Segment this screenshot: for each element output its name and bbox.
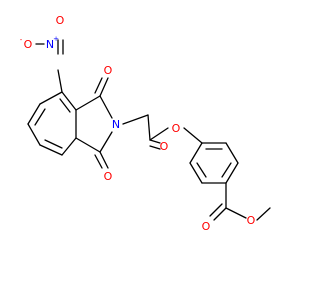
bond-c1-cco-top — [75, 95, 101, 111]
bond-o-aryl — [183, 127, 203, 144]
bond-c3-c4-inner — [34, 108, 46, 126]
atom-methyl-ester-o-carbonyl: O — [202, 220, 211, 233]
atom-nitro-o-double: O — [56, 14, 65, 27]
bond-imide-co-top-1 — [99, 77, 109, 97]
charge-nitro-o-minus: - — [20, 36, 23, 44]
atom-imide-n: N — [112, 118, 120, 131]
atom-nitro-o-minus: O — [24, 38, 33, 51]
bond-ar5-ar6 — [189, 162, 203, 184]
bond-c6-c7 — [61, 137, 77, 156]
bond-c3-c4-double — [27, 103, 41, 125]
atom-imide-o-bottom: O — [104, 170, 113, 183]
bond-cester2-o — [225, 207, 247, 219]
charge-nitro-n: + — [53, 35, 59, 43]
molecule-structure: O - N + O O N O O O O O — [20, 14, 271, 233]
bond-cco-bottom-n — [99, 131, 113, 153]
bond-c5-c6-double — [39, 144, 63, 156]
bond-c7-cco-bottom — [75, 137, 101, 153]
bond-c1-c2-inner — [59, 98, 71, 113]
atom-labels: O - N + O O N O O O O O — [20, 14, 256, 233]
bond-c2-nitro-n — [57, 69, 63, 93]
bond-imide-co-bottom-2 — [94, 154, 103, 169]
atom-ester-o-ring: O — [172, 122, 181, 135]
bond-ar-inner-2 — [221, 162, 232, 178]
bond-cester2-o-double-1 — [213, 207, 227, 221]
bond-c1-c2-double — [61, 91, 77, 111]
atom-nitro-n: N — [46, 38, 54, 51]
bond-n-ch2 — [122, 114, 149, 125]
bond-ar6-ar1 — [189, 142, 203, 164]
bond-ester-co-1 — [149, 139, 161, 144]
atom-methyl-ester-o: O — [247, 214, 256, 227]
atom-imide-o-top: O — [104, 64, 113, 77]
bond-imide-co-top-2 — [94, 77, 103, 94]
bond-cco-top-n — [99, 95, 113, 119]
bond-ch2-cester — [147, 114, 151, 141]
bond-ar-inner-3 — [196, 162, 207, 178]
atom-ester-o-carbonyl: O — [160, 140, 169, 153]
bond-ar3-ar4 — [225, 162, 239, 184]
bond-o-methyl — [256, 207, 271, 221]
bond-cester-o — [149, 127, 169, 141]
bond-ester-co-2 — [149, 145, 161, 150]
bond-imide-co-bottom-1 — [99, 151, 109, 169]
bond-ar2-ar3 — [225, 142, 239, 164]
bond-cester2-o-double-2 — [209, 203, 223, 217]
bond-c2-c3 — [39, 91, 63, 105]
bond-c4-c5 — [27, 123, 41, 146]
bonds — [27, 39, 271, 221]
bond-c5-c6-inner — [44, 139, 63, 149]
